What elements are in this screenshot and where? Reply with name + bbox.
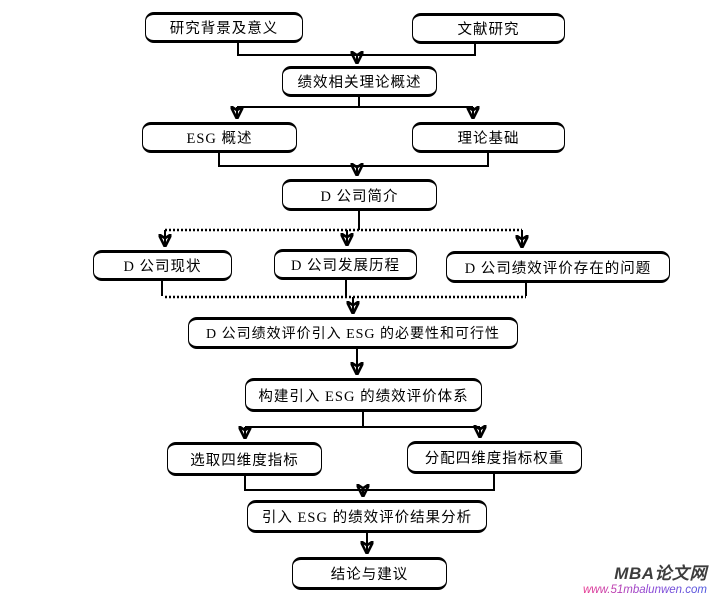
connector-stubs-merge bbox=[161, 280, 527, 296]
node-company-d-status: D 公司现状 bbox=[93, 250, 232, 281]
node-theoretical-basis: 理论基础 bbox=[412, 122, 565, 153]
node-conclusion-suggestions: 结论与建议 bbox=[292, 557, 447, 590]
node-literature-research: 文献研究 bbox=[412, 13, 565, 44]
connector-merge-esg-basis bbox=[218, 153, 489, 167]
connector-branch-theory bbox=[237, 97, 473, 108]
node-necessity-feasibility: D 公司绩效评价引入 ESG 的必要性和可行性 bbox=[188, 317, 518, 349]
watermark-url: www.51mbalunwen.com bbox=[582, 584, 707, 596]
node-esg-overview: ESG 概述 bbox=[142, 122, 297, 153]
connector-merge-indicators bbox=[244, 474, 495, 491]
node-assign-weights: 分配四维度指标权重 bbox=[407, 441, 582, 474]
node-company-d-intro: D 公司简介 bbox=[282, 179, 437, 211]
node-result-analysis: 引入 ESG 的绩效评价结果分析 bbox=[247, 500, 487, 533]
node-company-d-history: D 公司发展历程 bbox=[274, 249, 417, 280]
node-performance-theory-overview: 绩效相关理论概述 bbox=[282, 66, 437, 97]
watermark-title: MBA论文网 bbox=[614, 564, 707, 584]
node-select-indicators: 选取四维度指标 bbox=[167, 442, 322, 476]
node-build-esg-system: 构建引入 ESG 的绩效评价体系 bbox=[245, 378, 482, 412]
connector-merge-top bbox=[237, 43, 476, 56]
watermark: MBA论文网 www.51mbalunwen.com bbox=[583, 565, 707, 596]
node-company-d-evaluation-problems: D 公司绩效评价存在的问题 bbox=[446, 251, 670, 283]
connector-branch-build bbox=[245, 412, 480, 428]
node-research-background: 研究背景及意义 bbox=[145, 12, 303, 43]
